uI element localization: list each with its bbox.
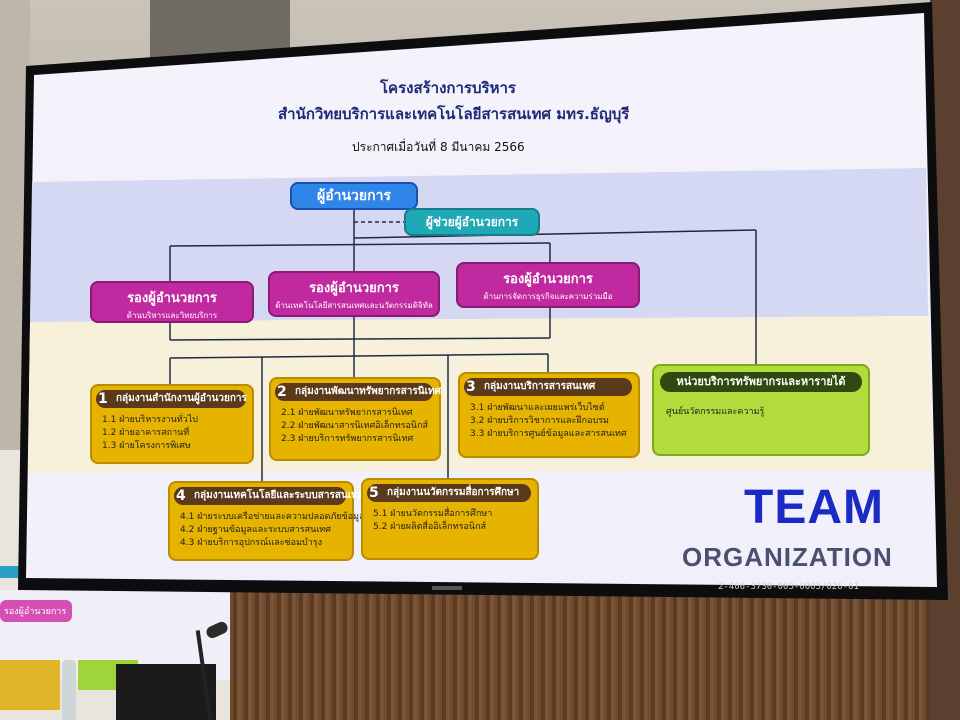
group-name: กลุ่มงานนวัตกรรมสื่อการศึกษา [367, 484, 531, 502]
group-name: กลุ่มงานเทคโนโลยีและระบบสารสนเทศ [174, 487, 364, 505]
group-number: 3 [466, 379, 476, 395]
deputy-director-admin: รองผู้อำนวยการ ด้านบริหารและวิทยบริการ [90, 281, 254, 323]
background-pill [0, 600, 72, 622]
connector-groups-bar [169, 353, 549, 359]
group-box-4: กลุ่มงานเทคโนโลยีและระบบสารสนเทศ 4 4.1 ฝ… [168, 481, 365, 561]
connector-deputy-bar [169, 242, 551, 247]
tv-serial-label: 2-406-3730-003-0003/026-61 [718, 582, 859, 592]
group-box-2: กลุ่มงานพัฒนาทรัพยากรสารนิเทศ 2 2.1 ฝ่าย… [269, 377, 441, 461]
team-heading: TEAM [744, 481, 884, 534]
slide-title: โครงสร้างการบริหาร [380, 79, 516, 97]
group-item: 4.3 ฝ่ายบริการอุปกรณ์และซ่อมบำรุง [180, 538, 323, 548]
group-item: 3.2 ฝ่ายบริการวิชาการและฝึกอบรม [470, 416, 609, 426]
group-name: กลุ่มงานพัฒนาทรัพยากรสารนิเทศ [275, 383, 441, 401]
group-name: กลุ่มงานบริการสารสนเทศ [464, 378, 632, 396]
group-item: 4.2 ฝ่ายฐานข้อมูลและระบบสารสนเทศ [180, 525, 331, 535]
group-box-3: กลุ่มงานบริการสารสนเทศ 3 3.1 ฝ่ายพัฒนาแล… [458, 372, 640, 458]
group-item: 1.3 ฝ่ายโครงการพิเศษ [102, 441, 191, 451]
group-box-1: กลุ่มงานสำนักงานผู้อำนวยการ 1 1.1 ฝ่ายบร… [90, 384, 254, 464]
deputy-scope: ด้านบริหารและวิทยบริการ [126, 311, 218, 320]
revenue-unit-box: หน่วยบริการทรัพยากรและหารายได้ ศูนย์นวัต… [652, 364, 870, 456]
group-number: 2 [277, 384, 287, 400]
background-tab [0, 566, 20, 578]
deputy-director-it: รองผู้อำนวยการ ด้านเทคโนโลยีสารสนเทศและน… [268, 271, 440, 317]
deputy-title: รองผู้อำนวยการ [503, 272, 593, 287]
group-item: 1.1 ฝ่ายบริหารงานทั่วไป [102, 415, 198, 425]
group-item: 1.2 ฝ่ายอาคารสถานที่ [102, 428, 190, 438]
connector-dep-bottom [169, 337, 551, 341]
group-item: 4.1 ฝ่ายระบบเครือข่ายและความปลอดภัยข้อมู… [180, 512, 365, 522]
organization-heading: ORGANIZATION [682, 542, 893, 572]
org-connectors [169, 210, 757, 481]
deputy-scope: ด้านการจัดการธุรกิจและความร่วมมือ [483, 292, 613, 301]
group-item: 2.3 ฝ่ายบริการทรัพยากรสารนิเทศ [281, 434, 414, 444]
deputy-title: รองผู้อำนวยการ [127, 291, 217, 306]
connector-revenue-bar [353, 229, 757, 239]
desk-monitor [116, 664, 216, 720]
announcement-date: ประกาศเมื่อวันที่ 8 มีนาคม 2566 [352, 140, 525, 154]
slide-subtitle: สำนักวิทยบริการและเทคโนโลยีสารสนเทศ มทร.… [278, 105, 630, 123]
deputy-title: รองผู้อำนวยการ [309, 281, 399, 296]
group-item: 3.3 ฝ่ายบริการศูนย์ข้อมูลและสารสนเทศ [470, 429, 627, 439]
background-box-yellow [0, 660, 60, 710]
deputy-scope: ด้านเทคโนโลยีสารสนเทศและนวัตกรรมดิจิทัล [275, 301, 433, 310]
group-box-5: กลุ่มงานนวัตกรรมสื่อการศึกษา 5 5.1 ฝ่ายน… [361, 478, 539, 560]
group-number: 4 [176, 488, 186, 504]
revenue-unit-sub: ศูนย์นวัตกรรมและความรู้ [666, 407, 765, 417]
assistant-director-box: ผู้ช่วยผู้อำนวยการ [404, 208, 540, 236]
group-item: 2.2 ฝ่ายพัฒนาสารนิเทศอิเล็กทรอนิกส์ [281, 421, 429, 431]
director-box: ผู้อำนวยการ [290, 182, 418, 210]
deputy-director-business: รองผู้อำนวยการ ด้านการจัดการธุรกิจและควา… [456, 262, 640, 308]
tv-logo [432, 586, 462, 590]
group-item: 5.1 ฝ่ายนวัตกรรมสื่อการศึกษา [373, 509, 493, 519]
group-item: 5.2 ฝ่ายผลิตสื่ออิเล็กทรอนิกส์ [373, 522, 487, 532]
water-bottle [62, 660, 76, 720]
group-item: 3.1 ฝ่ายพัฒนาและเผยแพร่เว็บไซต์ [470, 403, 605, 413]
group-number: 5 [369, 485, 379, 501]
group-name: กลุ่มงานสำนักงานผู้อำนวยการ [96, 390, 247, 408]
group-number: 1 [98, 391, 108, 407]
group-item: 2.1 ฝ่ายพัฒนาทรัพยากรสารนิเทศ [281, 408, 413, 418]
background-pill-label: รองผู้อำนวยการ [4, 607, 67, 617]
wood-panel [230, 590, 930, 720]
revenue-unit-title: หน่วยบริการทรัพยากรและหารายได้ [660, 372, 862, 392]
